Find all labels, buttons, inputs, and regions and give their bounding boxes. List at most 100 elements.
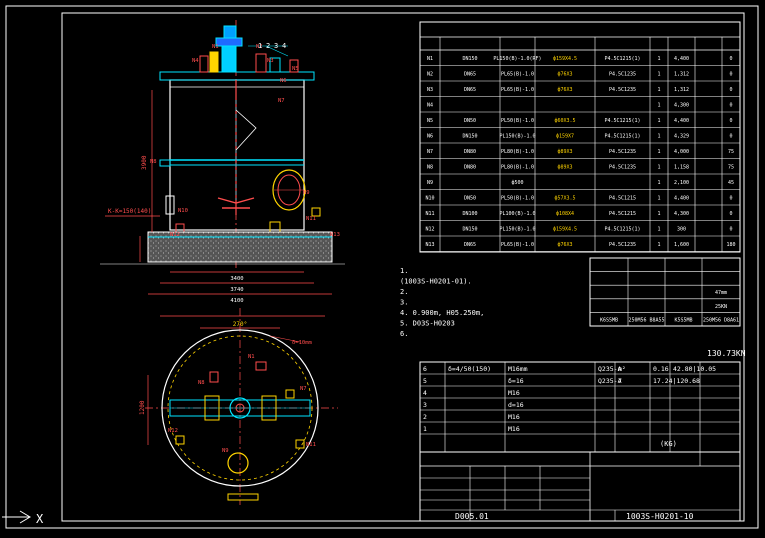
nozzle-tag-n8: N8 — [150, 159, 157, 165]
bom-cell-no: 4 — [423, 389, 427, 397]
nozzle-cell-h: 4,000 — [674, 149, 689, 155]
drawing-number: 1003S-H0201-10 — [626, 512, 694, 521]
plan-manhole — [227, 452, 249, 474]
bom-cell-no: 5 — [423, 377, 427, 385]
nozzle-cell-h: 300 — [677, 227, 686, 233]
nozzle-cell-std: PL65(B)-1.0 — [501, 242, 534, 248]
nozzle-tag-n3: N3 — [267, 58, 274, 64]
bom-cell-no: 2 — [423, 413, 427, 421]
plan-view — [145, 308, 338, 505]
nozzle-cell-h: 4,400 — [674, 56, 689, 62]
nozzle-cell-std: PL150(B)-1.0 — [499, 227, 535, 233]
nozzle-cell-qty: 1 — [657, 87, 660, 93]
nozzle-cell-pipe: ф89X3 — [557, 149, 572, 155]
note-line: 6. — [400, 330, 408, 338]
nozzle-cell-tag: N11 — [425, 211, 434, 217]
nozzle-cell-h: 4,300 — [674, 211, 689, 217]
nozzle-cell-ang: 45 — [728, 180, 734, 186]
bom-cell-std: Q235-A — [598, 377, 622, 385]
nozzle-cell-h: 2,100 — [674, 180, 689, 186]
nozzle-cell-flange: P4.5C1215(1) — [604, 118, 640, 124]
bom-cell-qty: m² — [618, 365, 626, 373]
bom-cell-no: 3 — [423, 401, 427, 409]
nozzle-cell-tag: N6 — [427, 134, 433, 140]
bom-cell-no: 1 — [423, 425, 427, 433]
nozzle-tag-n13: N13 — [330, 232, 340, 238]
nozzle-tag-n1: N1 — [212, 44, 219, 50]
bom-unit-header: (KG) — [660, 440, 677, 448]
nozzle-cell-qty: 1 — [657, 72, 660, 78]
nozzle-cell-ang: 75 — [728, 165, 734, 171]
nozzle-cell-ang: 180 — [726, 242, 735, 248]
nozzle-cell-qty: 1 — [657, 242, 660, 248]
nozzle-cell-flange: P4.5C1215(1) — [604, 56, 640, 62]
plan-nozzle-tag: N1 — [248, 354, 255, 360]
bom-cell-unit_w: 17.24|120.68 — [653, 377, 700, 385]
nozzle-cell-std: ф500 — [511, 180, 523, 186]
impeller — [217, 197, 255, 209]
nozzle-cell-qty: 1 — [657, 118, 660, 124]
nozzle-cell-std: PL80(B)-1.0 — [501, 165, 534, 171]
nozzle-cell-size: DN65 — [464, 72, 476, 78]
anchor-label: K-K=150(140) — [108, 208, 151, 215]
spec-cell: K6S5MB — [600, 317, 618, 323]
note-line: 3. — [400, 299, 408, 307]
nozzle-cell-std: PL65(B)-1.0 — [501, 87, 534, 93]
bom-cell-std: Q235-A — [598, 365, 622, 373]
nozzle-cell-tag: N2 — [427, 72, 433, 78]
command-cursor-area[interactable]: X — [0, 505, 70, 534]
nozzle-cell-flange: P4.5C1215(1) — [604, 227, 640, 233]
nozzle-cell-h: 4,300 — [674, 103, 689, 109]
nozzle-tag-n9: N9 — [303, 190, 310, 196]
note-line: 2. — [400, 288, 408, 296]
nozzle-cell-std: PL150(B)-1.0(RF) — [493, 56, 541, 62]
nozzle-cell-tag: N13 — [425, 242, 434, 248]
nozzle-tag-n10: N10 — [178, 208, 188, 214]
nozzle-cell-std: PL50(B)-1.0 — [501, 196, 534, 202]
nozzle-cell-h: 4,400 — [674, 118, 689, 124]
nozzle-cell-flange: P4.5C1235 — [609, 242, 636, 248]
part-callout: 2 — [266, 42, 270, 50]
spec-cell: 47mm — [715, 290, 727, 296]
left-code: D005.01 — [455, 512, 489, 521]
nozzle-cell-size: DN65 — [464, 87, 476, 93]
nozzle-cell-flange: P4.5C1215(1) — [604, 134, 640, 140]
nozzle-cell-std: PL100(B)-1.0 — [499, 211, 535, 217]
nozzle-cell-size: DN150 — [462, 227, 477, 233]
nozzle-cell-ang: 0 — [729, 103, 732, 109]
nozzle-cell-flange: P4.5C1235 — [609, 165, 636, 171]
note-line: 5. D03S-H0203 — [400, 320, 455, 328]
bom-cell-spec: δ=16 — [508, 377, 524, 385]
nozzle-cell-tag: N1 — [427, 56, 433, 62]
nozzle-cell-tag: N7 — [427, 149, 433, 155]
bom-cell-total_w: 42.80|10.05 — [673, 365, 716, 373]
nozzle-cell-std: PL65(B)-1.0 — [501, 72, 534, 78]
plan-dim: 1200 — [139, 400, 146, 415]
nozzle-cell-qty: 1 — [657, 211, 660, 217]
nozzle-cell-h: 1,312 — [674, 72, 689, 78]
nozzle-cell-pipe: ф76X3 — [557, 72, 572, 78]
sheet-outer-border — [5, 5, 759, 529]
nozzle-cell-ang: 0 — [729, 227, 732, 233]
nozzle-cell-flange: P4.5C1235 — [609, 149, 636, 155]
nozzle-cell-qty: 1 — [657, 196, 660, 202]
command-prompt-x: X — [36, 512, 44, 526]
agitator-drive — [209, 25, 243, 73]
nozzle-cell-pipe: ф76X3 — [557, 242, 572, 248]
bom-cell-unit_w: 0.16 — [653, 365, 669, 373]
nozzle-cell-size: DN50 — [464, 118, 476, 124]
nozzle-cell-qty: 1 — [657, 56, 660, 62]
crosshair-icon: X — [2, 510, 44, 526]
nozzle-tag-n7: N7 — [278, 98, 285, 104]
dim-width-2: 3740 — [230, 287, 243, 293]
tank-plan-inner — [167, 335, 313, 481]
nozzle-cell-size: DN150 — [462, 134, 477, 140]
nozzle-cell-pipe: ф159X4.5 — [553, 227, 577, 233]
nozzle-cell-pipe: ф89X3 — [557, 165, 572, 171]
nozzle-tag-n2: N2 — [256, 44, 263, 50]
nozzle-cell-tag: N9 — [427, 180, 433, 186]
nozzle-cell-size: DN50 — [464, 196, 476, 202]
nozzle-cell-flange: P4.5C1215 — [609, 196, 636, 202]
bom-cell-spec: M16 — [508, 425, 520, 433]
